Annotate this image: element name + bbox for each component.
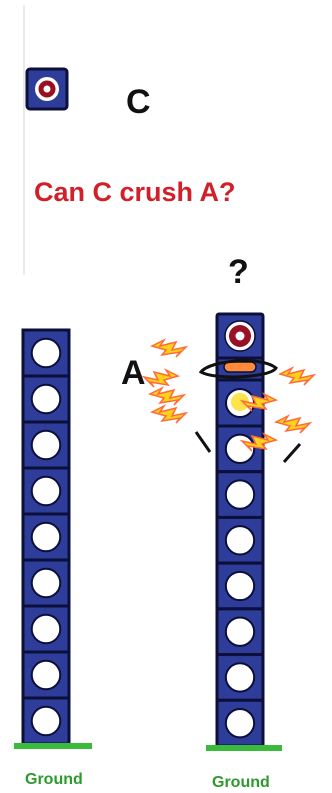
stack-block-icon	[21, 420, 71, 470]
stack-block-icon	[21, 466, 71, 516]
stack-block-icon	[21, 696, 71, 746]
block-c-label: C	[126, 83, 151, 121]
flame-icon	[141, 368, 181, 388]
flame-icon	[277, 366, 317, 386]
flame-icon	[147, 386, 187, 406]
right-stack	[198, 312, 278, 748]
block-a-icon	[198, 356, 278, 382]
block-a-label: A	[121, 354, 146, 392]
block-c-on-stack-icon	[215, 312, 265, 360]
stack-block-icon	[215, 515, 265, 565]
ground-label-right: Ground	[212, 774, 270, 791]
crack-mark-left	[194, 431, 212, 453]
flame-icon	[239, 432, 279, 452]
flame-icon	[239, 392, 279, 412]
question-mark: ?	[228, 253, 249, 291]
stack-block-icon	[21, 512, 71, 562]
stack-block-icon	[215, 607, 265, 657]
stack-block-icon	[215, 470, 265, 519]
ground-label-left: Ground	[25, 771, 83, 788]
flames-group	[141, 338, 317, 452]
stack-block-icon	[21, 650, 71, 700]
stack-block-icon	[215, 698, 265, 748]
stack-block-icon	[215, 424, 265, 474]
flame-icon	[149, 338, 189, 358]
stack-block-icon	[21, 558, 71, 608]
stack-block-icon	[21, 604, 71, 654]
stack-block-icon	[215, 561, 265, 611]
stack-block-icon	[21, 374, 71, 424]
crack-mark-right	[282, 443, 302, 463]
stack-block-icon	[21, 328, 71, 378]
block-c-icon	[25, 67, 69, 111]
stack-block-icon	[215, 653, 265, 702]
flame-icon	[273, 414, 313, 434]
question-text: Can C crush A?	[34, 177, 236, 207]
flame-icon	[149, 404, 189, 424]
left-stack	[21, 328, 71, 746]
